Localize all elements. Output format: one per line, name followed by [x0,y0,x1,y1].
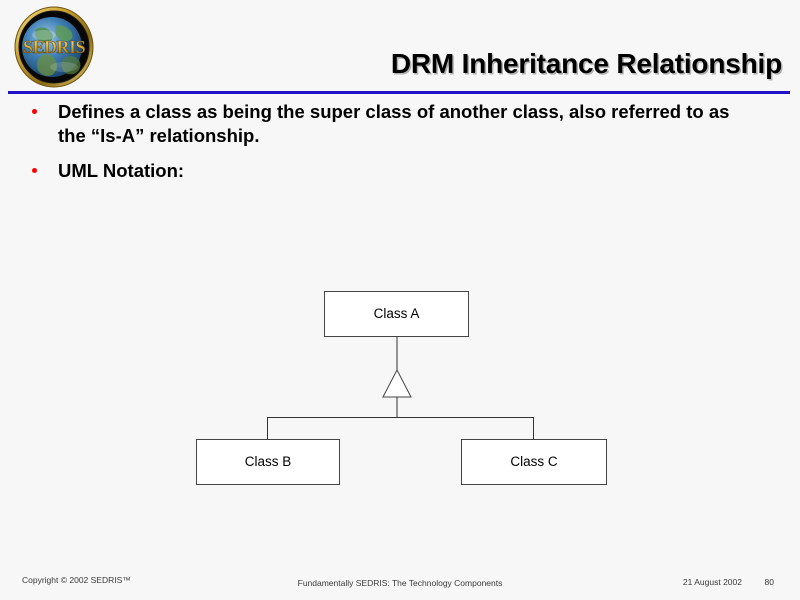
uml-node-class-a: Class A [373,306,420,321]
title-divider [8,91,790,94]
uml-node-class-b: Class B [244,454,292,469]
sedris-globe-logo: SEDRIS [8,5,100,89]
footer-deck-title: Fundamentally SEDRIS: The Technology Com… [297,578,503,588]
slide-header: SEDRIS DRM Inheritance Relationship [0,0,800,96]
svg-text:SEDRIS: SEDRIS [23,37,86,57]
list-item: UML Notation: [22,159,772,183]
footer-date: 21 August 2002 [682,577,742,587]
bullet-dot-icon [32,167,37,173]
list-item: Defines a class as being the super class… [22,100,772,149]
page-title: DRM Inheritance Relationship [390,48,782,79]
footer-copyright: Copyright © 2002 SEDRIS™ [22,575,131,585]
bullet-dot-icon [32,109,37,114]
footer-page-number: 80 [764,577,774,587]
bullet-list: Defines a class as being the super class… [22,100,772,193]
bullet-text: UML Notation: [58,159,185,181]
slide-footer: Copyright © 2002 SEDRIS™ Fundamentally S… [0,572,800,596]
uml-node-class-c: Class C [510,454,558,469]
bullet-text: Defines a class as being the super class… [58,101,730,147]
